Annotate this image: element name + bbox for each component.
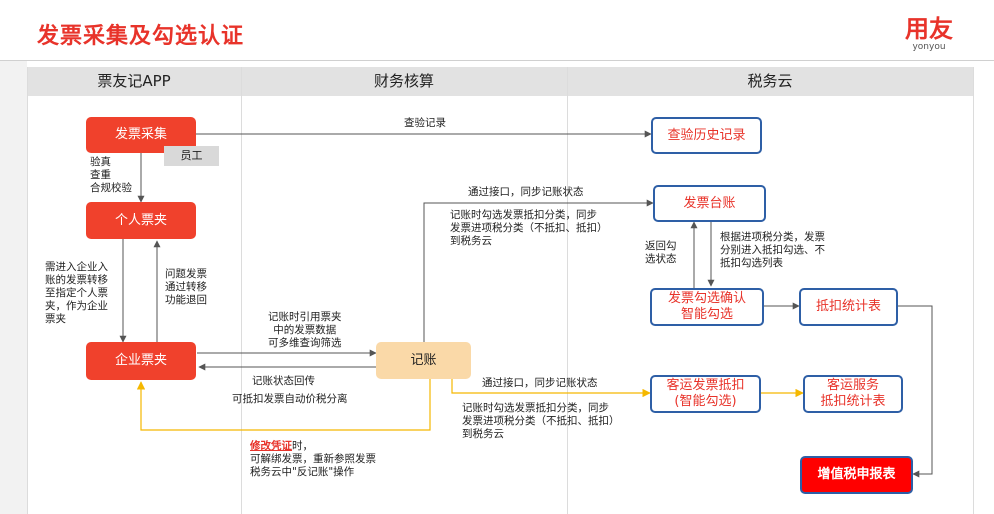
reference-data-label: 记账时引用票夹 中的发票数据 可多维查询筛选: [268, 311, 342, 349]
enterprise-folder-box: 企业票夹: [86, 342, 196, 380]
select-category-bottom-label: 记账时勾选发票抵扣分类，同步 发票进项税分类（不抵扣、抵扣） 到税务云: [462, 402, 620, 440]
return-status-label: 返回勾 选状态: [645, 240, 677, 265]
status-return-label: 记账状态回传: [252, 375, 315, 387]
lane-divider: [567, 67, 568, 514]
auto-separate-label: 可抵扣发票自动价税分离: [232, 393, 348, 405]
by-category-label: 根据进项税分类，发票 分别进入抵扣勾选、不 抵扣勾选列表: [720, 231, 825, 269]
lane-header-bar: [27, 67, 973, 96]
vat-report-box: 增值税申报表: [800, 456, 913, 494]
select-confirm-box: 发票勾选确认 智能勾选: [650, 288, 764, 326]
lane-divider: [973, 67, 974, 514]
bookkeeping-box: 记账: [376, 342, 471, 379]
lane-header-tax: 税务云: [747, 72, 793, 90]
page-title: 发票采集及勾选认证: [37, 24, 245, 49]
personal-folder-box: 个人票夹: [86, 202, 196, 239]
need-transfer-label: 需进入企业入 账的发票转移 至指定个人票 夹，作为企业 票夹: [45, 261, 108, 325]
invoice-ledger-box: 发票台账: [653, 185, 766, 222]
lane-divider: [241, 67, 242, 514]
title-divider: [0, 60, 994, 61]
verify-steps-label: 验真 查重 合规校验: [90, 156, 132, 194]
check-record-label: 查验记录: [404, 117, 446, 129]
problem-return-label: 问题发票 通过转移 功能退回: [165, 268, 207, 306]
deduct-stats-box: 抵扣统计表: [799, 288, 898, 326]
modify-voucher-note: 修改凭证时， 可解绑发票，重新参照发票 税务云中"反记账"操作: [250, 440, 376, 479]
passenger-stats-box: 客运服务 抵扣统计表: [803, 375, 903, 413]
yonyou-logo: 用友 yonyou: [898, 16, 960, 52]
verify-history-box: 查验历史记录: [651, 117, 762, 154]
left-margin-bar: [0, 61, 27, 514]
lane-header-app: 票友记APP: [97, 72, 171, 90]
lane-header-finance: 财务核算: [373, 72, 434, 90]
lane-divider: [27, 67, 28, 514]
employee-tag: 员工: [164, 146, 219, 166]
sync-status-bottom-label: 通过接口，同步记账状态: [482, 377, 598, 389]
modify-voucher-emphasis: 修改凭证: [250, 440, 292, 452]
passenger-deduct-box: 客运发票抵扣 (智能勾选): [650, 375, 761, 413]
sync-status-top-label: 通过接口，同步记账状态: [468, 186, 584, 198]
modify-voucher-text: 时， 可解绑发票，重新参照发票 税务云中"反记账"操作: [250, 440, 376, 478]
logo-sub-text: yonyou: [912, 42, 946, 52]
logo-main-text: 用友: [905, 15, 953, 43]
select-category-top-label: 记账时勾选发票抵扣分类，同步 发票进项税分类（不抵扣、抵扣） 到税务云: [450, 209, 608, 247]
